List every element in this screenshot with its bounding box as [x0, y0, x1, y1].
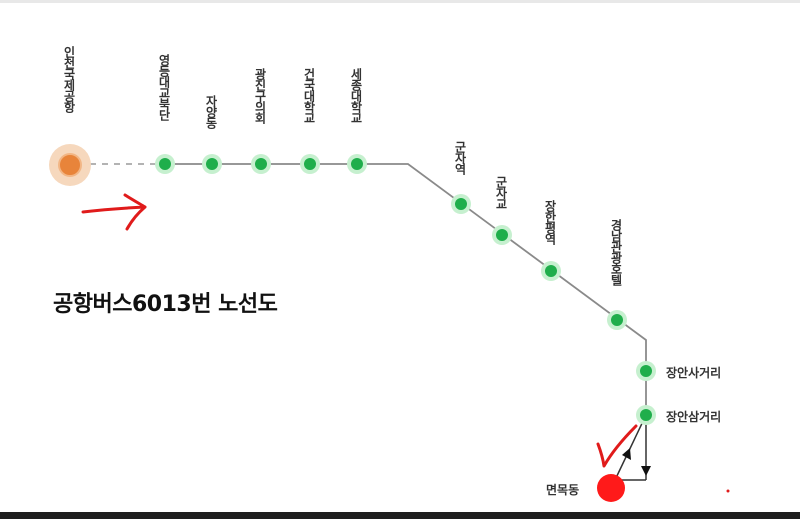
stop-label: 세종대학교 — [349, 68, 363, 123]
stop-dot — [255, 158, 267, 170]
stop-label: 군자교 — [494, 176, 508, 209]
stop-label: 장안사거리 — [666, 366, 722, 380]
loop-line-diagonal — [614, 414, 647, 481]
stop-dot — [455, 198, 467, 210]
stop-dot — [640, 365, 652, 377]
stop-dot — [304, 158, 316, 170]
stop-markers — [155, 154, 656, 425]
stop-label: 장한평역 — [543, 200, 557, 244]
stop-dot — [496, 229, 508, 241]
origin-label: 인천국제공항 — [62, 46, 76, 112]
stop-label: 경남관광호텔 — [609, 219, 623, 285]
terminus-label: 면목동 — [546, 483, 580, 497]
stop-label: 군자역 — [453, 141, 467, 174]
stop-label: 건국대학교 — [302, 68, 316, 123]
stop-dot — [545, 265, 557, 277]
stop-label: 자양동 — [204, 95, 218, 128]
window-bottom-border — [0, 512, 800, 519]
loop-arrow-up-icon — [622, 448, 631, 460]
loop-arrow-down-icon — [641, 466, 651, 476]
stop-label: 영등대교북단 — [157, 54, 171, 120]
stop-dot — [351, 158, 363, 170]
stop-dot — [640, 409, 652, 421]
red-arrow-right-icon — [81, 193, 147, 231]
window-top-border — [0, 0, 800, 3]
stop-dot — [159, 158, 171, 170]
red-dot-mark — [726, 489, 730, 493]
stop-label: 장안삼거리 — [666, 410, 722, 424]
origin-circle-icon — [58, 153, 82, 177]
stop-dot — [611, 314, 623, 326]
stop-dot — [206, 158, 218, 170]
terminus-circle-icon — [597, 474, 625, 502]
map-title: 공항버스6013번 노선도 — [53, 292, 278, 317]
red-check-icon — [596, 424, 638, 468]
stop-label: 광진구의회 — [253, 68, 267, 123]
